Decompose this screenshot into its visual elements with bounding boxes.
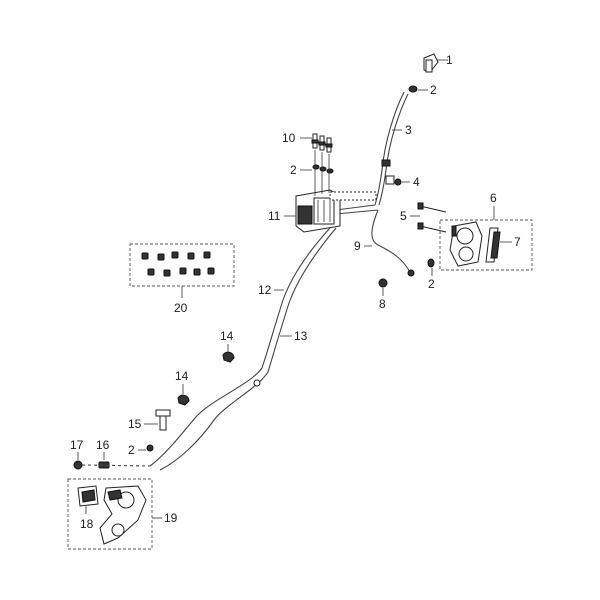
callout-16: 16 bbox=[96, 438, 110, 452]
washer-2-rear bbox=[138, 444, 154, 452]
cap-17 bbox=[73, 452, 83, 470]
callout-2: 2 bbox=[430, 83, 437, 97]
rear-caliper-box-19 bbox=[67, 478, 153, 550]
fittings-10 bbox=[300, 133, 333, 153]
banjo-fitting-1 bbox=[423, 53, 448, 73]
callout-3: 3 bbox=[405, 123, 412, 137]
callout-18: 18 bbox=[80, 517, 94, 531]
bolts-5 bbox=[410, 202, 447, 233]
callout-17: 17 bbox=[70, 438, 84, 452]
callout-5: 5 bbox=[400, 209, 407, 223]
callout-12: 12 bbox=[258, 283, 272, 297]
caliper-box-6 bbox=[439, 219, 533, 271]
callout-11: 11 bbox=[268, 209, 281, 223]
callout-labels: 1 2 3 4 5 6 7 2 8 9 10 2 11 12 13 14 14 … bbox=[70, 53, 521, 531]
rear-caliper bbox=[99, 485, 147, 545]
callout-4: 4 bbox=[413, 175, 420, 189]
banjo-fitting-15 bbox=[144, 409, 171, 431]
callout-7: 7 bbox=[514, 235, 521, 249]
callout-2-abs: 2 bbox=[290, 163, 297, 177]
callout-19: 19 bbox=[164, 511, 178, 525]
rear-pads-18 bbox=[77, 485, 99, 514]
callout-2-rear: 2 bbox=[128, 443, 135, 457]
brake-hoses bbox=[149, 91, 411, 471]
callout-13: 13 bbox=[294, 329, 308, 343]
callout-6: 6 bbox=[490, 191, 497, 205]
callout-15: 15 bbox=[128, 417, 142, 431]
clip-kit-box-20 bbox=[129, 243, 235, 287]
front-caliper bbox=[449, 221, 483, 267]
callout-14-lower: 14 bbox=[175, 369, 189, 383]
hose-12 bbox=[149, 227, 331, 467]
callout-9: 9 bbox=[354, 239, 361, 253]
washers-2-abs bbox=[300, 150, 334, 196]
callout-1: 1 bbox=[446, 53, 453, 67]
callout-20: 20 bbox=[174, 301, 188, 315]
abs-modulator-11 bbox=[284, 189, 377, 233]
hose-13 bbox=[159, 227, 337, 471]
clips-20 bbox=[141, 251, 215, 277]
hose-9 bbox=[371, 209, 411, 273]
callout-2-caliper: 2 bbox=[428, 277, 435, 291]
callout-8: 8 bbox=[379, 297, 386, 311]
callout-10: 10 bbox=[282, 131, 296, 145]
bolt-8 bbox=[378, 278, 388, 296]
callout-14-upper: 14 bbox=[220, 329, 234, 343]
brake-pads-7 bbox=[485, 227, 512, 263]
washer-2-top bbox=[408, 85, 428, 93]
hose-clip-14-upper bbox=[222, 344, 235, 363]
hose-clip-14-lower bbox=[177, 384, 190, 406]
washer-2-caliper bbox=[427, 258, 435, 276]
hose-3 bbox=[374, 91, 405, 206]
bracket-4 bbox=[381, 159, 410, 186]
